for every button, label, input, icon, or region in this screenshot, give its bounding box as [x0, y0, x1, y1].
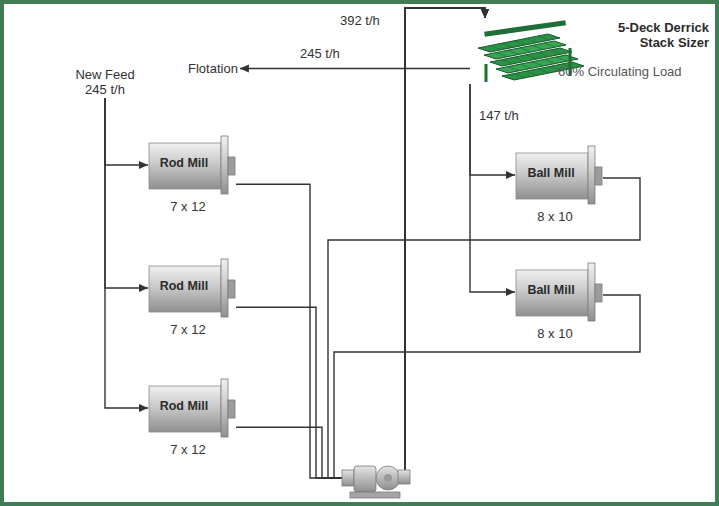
mill-name: Rod Mill: [148, 399, 220, 413]
mill-size: 7 x 12: [148, 442, 228, 457]
flow-line: [240, 68, 470, 69]
mill-node: Rod Mill7 x 12: [148, 258, 236, 318]
flow-line: [105, 98, 148, 288]
mill-name: Ball Mill: [515, 166, 587, 180]
flow-line: [236, 8, 485, 478]
mill-size: 8 x 10: [515, 326, 595, 341]
mill-node: Ball Mill8 x 10: [515, 145, 603, 205]
flow-line: [236, 8, 485, 478]
mill-node: Rod Mill7 x 12: [148, 135, 236, 195]
mill-size: 7 x 12: [148, 322, 228, 337]
stack-sizer-node: 5-Deck Derrick Stack Sizer 60% Circulatin…: [470, 18, 713, 84]
mill-name: Ball Mill: [515, 283, 587, 297]
circulating-load-note: 60% Circulating Load: [558, 64, 682, 79]
mill-size: 8 x 10: [515, 209, 595, 224]
mill-name: Rod Mill: [148, 156, 220, 170]
mill-node: Ball Mill8 x 10: [515, 262, 603, 322]
mill-node: Rod Mill7 x 12: [148, 378, 236, 438]
flow-line: [105, 98, 148, 408]
mill-name: Rod Mill: [148, 279, 220, 293]
flow-rate: 245 t/h: [298, 46, 342, 61]
sizer-title: 5-Deck Derrick Stack Sizer: [583, 20, 709, 50]
flow-line: [470, 84, 515, 175]
flow-rate: 147 t/h: [477, 108, 521, 123]
flow-line: [105, 98, 148, 165]
flow-line: [236, 8, 485, 478]
flow-rate: 392 t/h: [338, 13, 382, 28]
flow-endpoint: Flotation: [186, 60, 240, 77]
mill-size: 7 x 12: [148, 199, 228, 214]
flow-endpoint: New Feed 245 t/h: [62, 66, 148, 98]
flow-text: New Feed 245 t/h: [62, 66, 148, 98]
flow-text: Flotation: [186, 60, 240, 77]
